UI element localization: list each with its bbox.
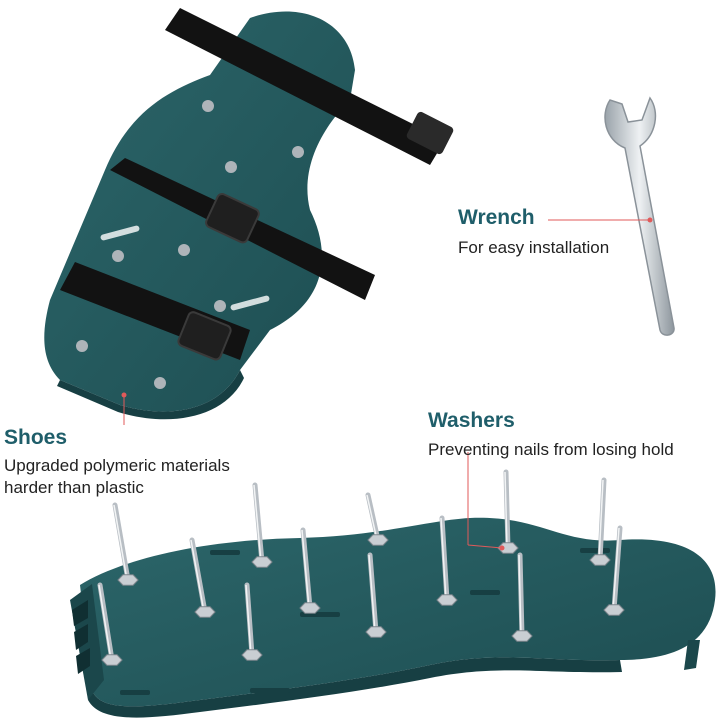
washer-nut [436,594,458,606]
wrench-description: For easy installation [458,238,610,257]
bottom-sole-body [80,517,716,707]
washer-nut [299,602,321,614]
spike-nail [244,582,255,658]
washer-nut [194,606,216,618]
bolt-icon [202,100,214,112]
washers-callout: Washers Preventing nails from losing hol… [428,410,718,461]
bolt-icon [112,250,124,262]
shoes-description-line2: harder than plastic [4,478,144,497]
leader-lines [121,217,653,551]
bolt-icon [154,377,166,389]
washer-nut [101,654,123,666]
spike-nail [300,527,313,611]
washer-nut [603,604,625,616]
bolt-icon [214,300,226,312]
spike-nail [112,502,131,583]
washer-nut [511,630,533,642]
shoes-callout: Shoes Upgraded polymeric materials harde… [4,427,264,499]
spike-nail [611,525,623,613]
spike-nail [503,469,511,551]
spike-nail [189,537,208,615]
washers-description: Preventing nails from losing hold [428,440,674,459]
spike-nail [517,552,525,639]
shoes-description-line1: Upgraded polymeric materials [4,456,230,475]
washer-nut [589,554,611,566]
washer-nut [117,574,139,586]
wrench-callout: Wrench For easy installation [458,207,678,259]
wrench-image [604,96,675,336]
bolt-icon [178,244,190,256]
spike-nail [365,492,381,543]
top-shoe [44,8,454,420]
washer-nut [365,626,387,638]
spike-nail [367,552,379,635]
shoes-title: Shoes [4,426,68,449]
washer-nut [241,649,263,661]
spike-nail [597,477,607,563]
washers-title: Washers [428,409,515,432]
bolt-icon [292,146,304,158]
spike-nail [252,482,265,565]
wrench-title: Wrench [458,206,535,229]
spike-nail [97,582,115,663]
spike-nail [439,515,450,603]
bottom-sole [70,517,716,718]
spikes [97,469,625,666]
washer-nut [367,534,389,546]
bolt-icon [76,340,88,352]
washer-nut [251,556,273,568]
bolt-icon [225,161,237,173]
strap [165,8,445,165]
